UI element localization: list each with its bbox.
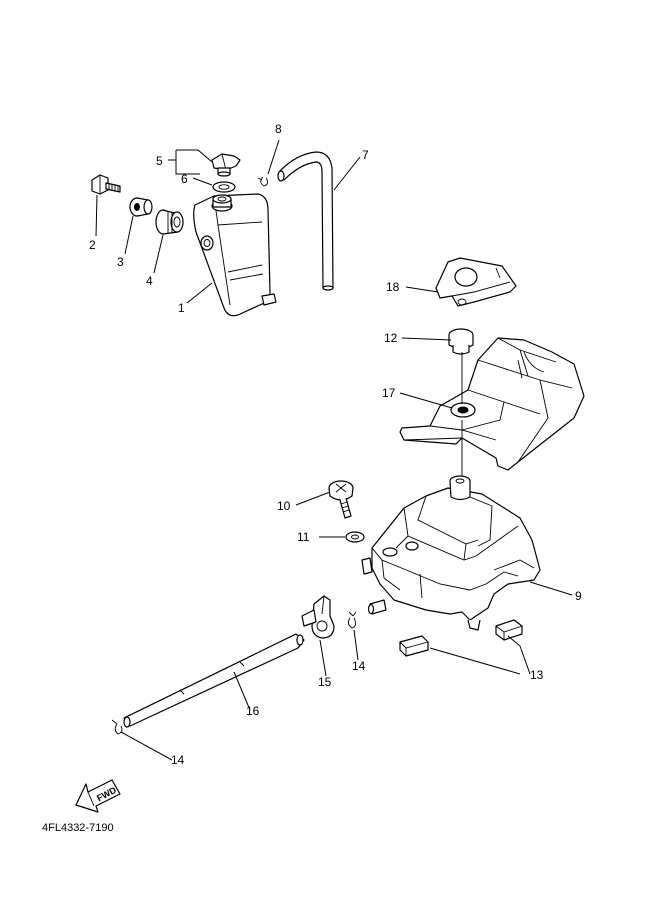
part-oring-6 xyxy=(212,181,236,193)
drawing-code: 4FL4332-7190 xyxy=(42,822,114,834)
part-main-box-9 xyxy=(361,475,541,631)
callout-12: 12 xyxy=(384,331,398,345)
callout-17: 17 xyxy=(382,386,396,400)
callout-14b: 14 xyxy=(171,753,185,767)
callout-13: 13 xyxy=(530,668,544,682)
part-reservoir-tank xyxy=(193,193,277,317)
part-hose-16 xyxy=(123,633,305,728)
callout-labels: 1 2 3 4 5 6 7 8 9 10 11 12 13 14 15 16 1… xyxy=(89,122,582,767)
part-collar-3 xyxy=(129,197,153,217)
part-clip-14b xyxy=(111,719,123,735)
leader-lines xyxy=(95,139,573,761)
callout-3: 3 xyxy=(117,255,124,269)
fwd-arrow-icon: FWD xyxy=(75,779,121,813)
part-cap-5 xyxy=(211,153,241,177)
part-grommet-4 xyxy=(155,209,184,235)
part-clip-14a xyxy=(347,611,357,629)
callout-8: 8 xyxy=(275,122,282,136)
callout-15: 15 xyxy=(318,675,332,689)
part-pads-13 xyxy=(399,619,523,657)
part-bracket-17 xyxy=(399,337,585,476)
callout-9: 9 xyxy=(575,589,582,603)
part-washer-11 xyxy=(345,531,365,543)
callout-1: 1 xyxy=(178,301,185,315)
callout-4: 4 xyxy=(146,274,153,288)
callout-2: 2 xyxy=(89,238,96,252)
callout-6: 6 xyxy=(181,172,188,186)
part-cover-18 xyxy=(435,257,517,307)
callout-11: 11 xyxy=(297,530,310,544)
part-bolt-2 xyxy=(91,174,121,195)
callout-5: 5 xyxy=(156,154,163,168)
part-cap-12 xyxy=(448,328,474,355)
callout-18: 18 xyxy=(386,280,400,294)
part-clip-8 xyxy=(257,176,269,187)
callout-16: 16 xyxy=(246,704,260,718)
callout-10: 10 xyxy=(277,499,291,513)
callout-14a: 14 xyxy=(352,659,366,673)
part-clamp-15 xyxy=(301,595,335,639)
part-hose-7 xyxy=(277,151,334,291)
part-screw-10 xyxy=(328,480,354,519)
callout-7: 7 xyxy=(362,148,369,162)
